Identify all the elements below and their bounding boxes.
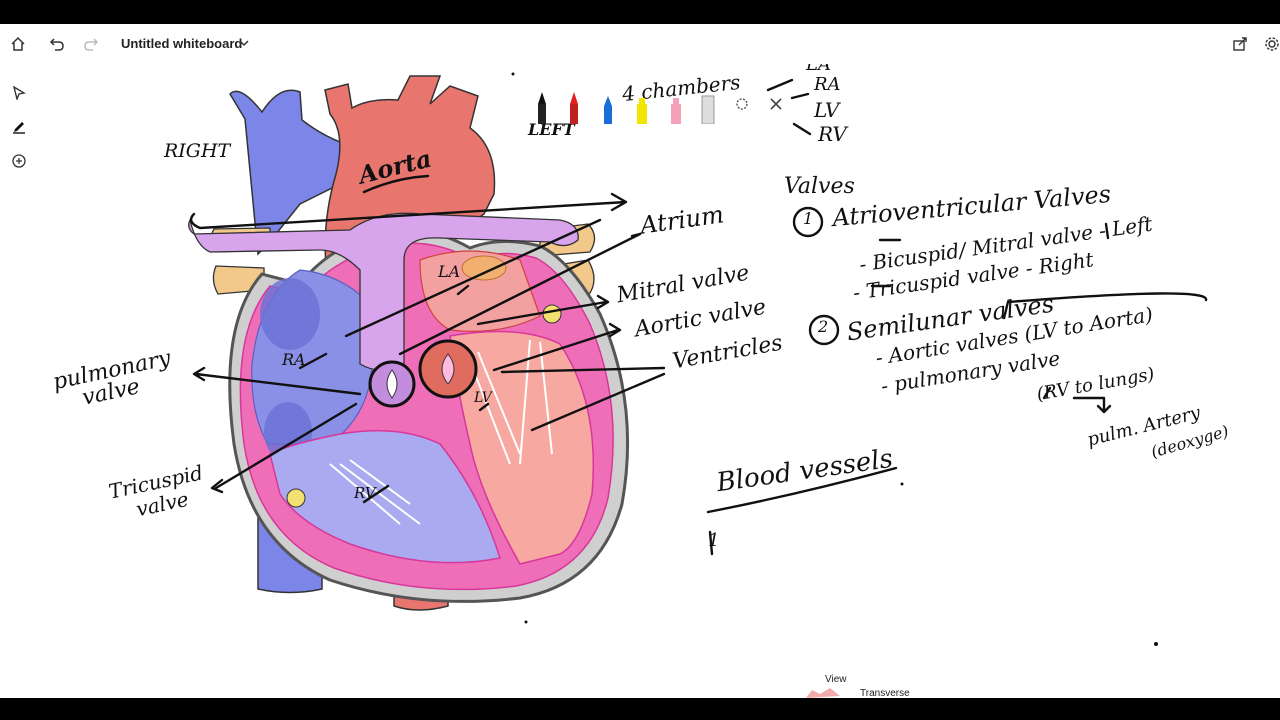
pen-black[interactable] xyxy=(534,90,550,124)
gear-icon[interactable] xyxy=(1260,32,1280,56)
label-lv: LV xyxy=(474,390,492,406)
label-ch-lv: LV xyxy=(814,98,840,122)
pen-blue[interactable] xyxy=(600,90,616,124)
label-right: RIGHT xyxy=(164,140,231,162)
whiteboard-title[interactable]: Untitled whiteboard xyxy=(121,36,243,51)
share-icon[interactable] xyxy=(1228,32,1252,56)
pointer-icon[interactable] xyxy=(6,80,32,106)
bottom-letterbox xyxy=(0,698,1280,720)
tool-sidebar xyxy=(6,80,32,180)
undo-icon[interactable] xyxy=(45,32,69,56)
circle-2 xyxy=(808,314,840,346)
label-rv: RV xyxy=(354,484,376,502)
mitral-valve-dot xyxy=(542,304,562,324)
view-gizmo xyxy=(806,688,840,698)
circle-1 xyxy=(792,206,824,238)
tricuspid-valve-dot xyxy=(286,488,306,508)
pen-pink[interactable] xyxy=(668,90,684,124)
chevron-down-icon[interactable] xyxy=(238,36,250,54)
left-atrium xyxy=(419,250,541,332)
label-n1: 1 xyxy=(803,209,814,228)
close-icon[interactable] xyxy=(768,96,784,130)
pen-yellow[interactable] xyxy=(634,90,650,124)
app-window: RIGHT LEFT Aorta Atrium LA RA LV RV Mitr… xyxy=(0,24,1280,698)
redo-icon[interactable] xyxy=(79,32,103,56)
pulmonary-trunk xyxy=(188,212,579,371)
pen-icon[interactable] xyxy=(6,114,32,140)
transverse-label: Transverse xyxy=(860,688,910,698)
ra-inner-shadow xyxy=(260,278,320,350)
label-la: LA xyxy=(438,262,461,281)
ruler-tool[interactable] xyxy=(700,90,716,125)
top-bar: Untitled whiteboard xyxy=(0,24,1280,64)
ink-annotations xyxy=(189,78,1208,556)
whiteboard-canvas[interactable] xyxy=(0,24,1280,698)
label-n2: 2 xyxy=(818,317,829,336)
la-inner xyxy=(461,255,507,281)
lasso-icon[interactable] xyxy=(734,96,750,130)
pen-red[interactable] xyxy=(566,90,582,124)
pen-tray xyxy=(528,90,790,128)
view-label: View xyxy=(825,674,847,685)
label-ch-rv: RV xyxy=(818,122,847,146)
label-left: LEFT xyxy=(528,120,575,139)
plus-circle-icon[interactable] xyxy=(6,148,32,174)
label-ra: RA xyxy=(282,350,306,369)
label-valves: Valves xyxy=(784,174,855,199)
label-one: 1 xyxy=(708,530,720,551)
home-icon[interactable] xyxy=(6,32,30,56)
label-ch-ra: RA xyxy=(814,74,841,95)
